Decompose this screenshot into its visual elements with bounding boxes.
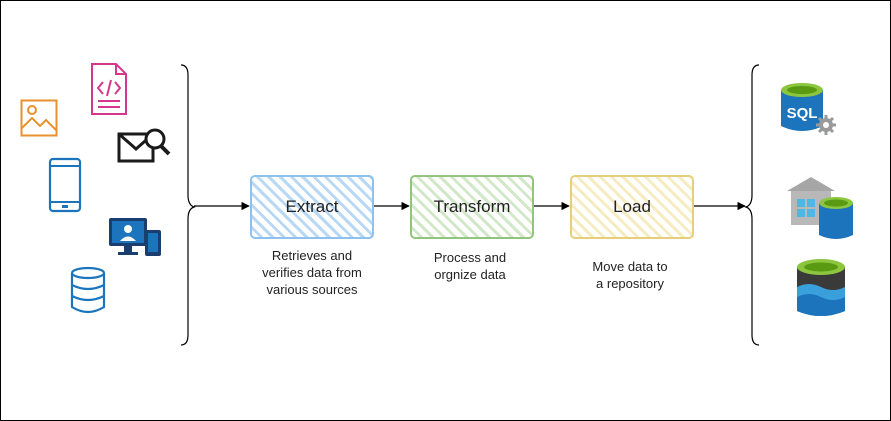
data-lake-icon — [797, 259, 845, 316]
description-line: Move data to — [592, 259, 668, 274]
targets-bracket — [744, 64, 760, 346]
mail-search-icon — [117, 128, 171, 163]
sources-bracket — [180, 64, 196, 346]
description-line: verifies data from — [262, 265, 362, 280]
video-call-devices-icon — [109, 218, 161, 256]
load-description: Move data to a repository — [566, 258, 694, 292]
extract-description: Retrieves and verifies data from various… — [248, 247, 376, 298]
stage-label: Transform — [433, 197, 511, 216]
description-line: a repository — [596, 276, 664, 291]
image-file-icon — [20, 99, 58, 137]
description-line: orgnize data — [434, 267, 506, 282]
stage-load: Load — [570, 175, 694, 239]
sql-label: SQL — [787, 105, 818, 122]
sql-database-icon: SQL — [781, 83, 836, 135]
description-line: Process and — [433, 250, 507, 265]
description-line: Retrieves and — [271, 248, 353, 263]
database-icon — [70, 266, 106, 314]
code-file-icon — [91, 63, 127, 115]
stage-transform: Transform — [410, 175, 534, 239]
stage-label: Load — [613, 197, 651, 216]
stage-label: Extract — [285, 197, 339, 216]
data-warehouse-icon — [787, 177, 853, 239]
transform-description: Process and orgnize data — [406, 249, 534, 283]
description-line: various sources — [266, 282, 358, 297]
stage-extract: Extract — [250, 175, 374, 239]
tablet-icon — [48, 157, 82, 213]
